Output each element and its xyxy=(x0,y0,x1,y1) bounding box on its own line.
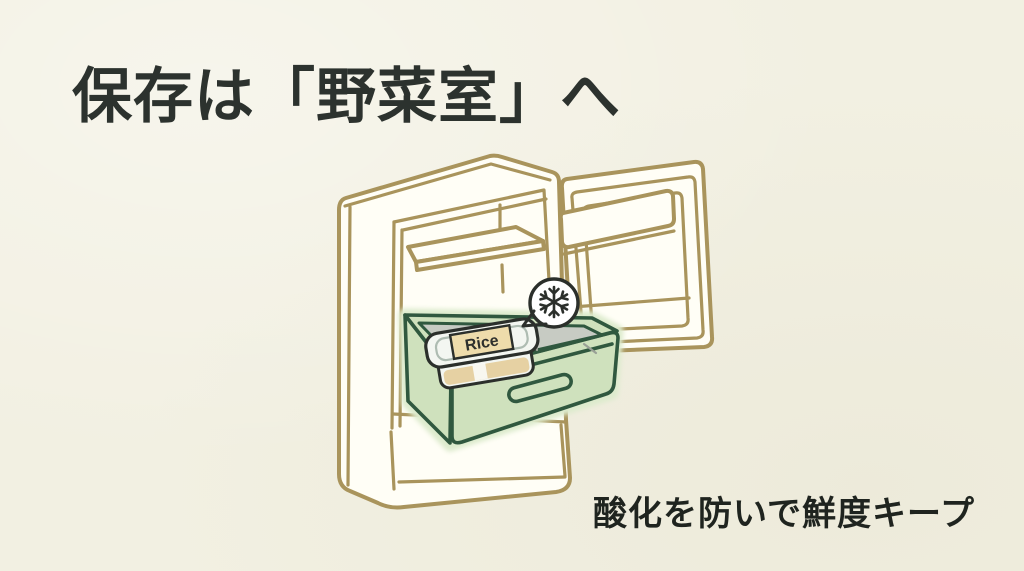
fridge-door xyxy=(558,159,715,355)
drawer-handle xyxy=(507,372,573,404)
fridge-illustration: Rice xyxy=(337,153,715,510)
fridge-shelf xyxy=(406,225,546,272)
caption: 酸化を防いで鮮度キープ xyxy=(593,495,975,533)
page-title: 保存は「野菜室」へ xyxy=(72,63,621,130)
freeze-bubble xyxy=(521,277,580,329)
door-lower-shelf-line xyxy=(571,296,691,309)
rice-label: Rice xyxy=(448,323,515,361)
rice-band xyxy=(443,357,530,385)
front-left-edge xyxy=(346,205,352,487)
vegetable-drawer: Rice xyxy=(398,308,624,452)
top-ridge-line xyxy=(343,162,552,208)
rice-container: Rice xyxy=(424,317,540,390)
rice-label-text: Rice xyxy=(464,332,500,354)
